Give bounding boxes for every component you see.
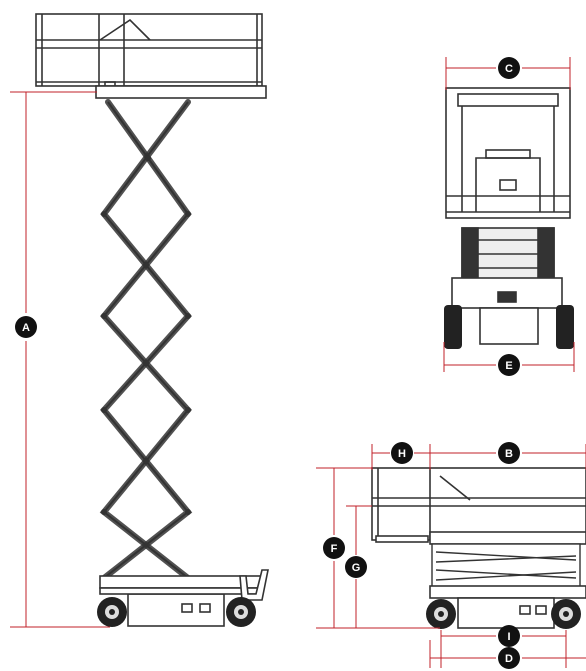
front-view: C E bbox=[443, 57, 575, 376]
front-wheel-right bbox=[556, 305, 574, 349]
chassis bbox=[99, 569, 269, 627]
platform-guardrail bbox=[35, 13, 263, 93]
dimension-d-line bbox=[429, 640, 586, 668]
wheel bbox=[226, 597, 256, 627]
stowed-guardrail bbox=[371, 467, 586, 543]
dimension-a-marker: A bbox=[15, 316, 37, 338]
wheel bbox=[97, 597, 127, 627]
dimension-e-line bbox=[443, 342, 575, 372]
dimension-f-label: F bbox=[331, 543, 338, 555]
side-view-stowed: H B F G bbox=[316, 442, 586, 669]
dimension-c-line bbox=[445, 57, 571, 90]
dimension-c-label: C bbox=[505, 63, 513, 75]
stowed-scissor-stack bbox=[431, 543, 581, 589]
dimension-d-marker: D bbox=[498, 647, 520, 669]
dimension-h-marker: H bbox=[391, 442, 413, 464]
dimension-b-marker: B bbox=[498, 442, 520, 464]
dimension-g-label: G bbox=[352, 562, 361, 574]
front-chassis bbox=[451, 277, 563, 345]
scissor-stack bbox=[99, 99, 193, 581]
dimension-g-marker: G bbox=[345, 556, 367, 578]
stowed-chassis bbox=[429, 585, 586, 629]
dimension-e-label: E bbox=[505, 360, 512, 372]
side-view-raised: A bbox=[10, 13, 269, 628]
wheel bbox=[551, 599, 581, 629]
front-wheel-left bbox=[444, 305, 462, 349]
dimension-b-label: B bbox=[505, 448, 513, 460]
dimension-a-line bbox=[10, 91, 110, 628]
stowed-deck bbox=[429, 531, 586, 545]
dimension-g-line bbox=[346, 505, 372, 628]
dimension-i-label: I bbox=[507, 631, 510, 643]
dimension-a-label: A bbox=[22, 322, 30, 334]
dimension-b-line bbox=[430, 444, 586, 470]
dimension-c-marker: C bbox=[498, 57, 520, 79]
dimension-i-marker: I bbox=[498, 625, 520, 647]
front-scissor-stack bbox=[461, 227, 555, 281]
front-guardrail bbox=[445, 87, 571, 219]
dimension-e-marker: E bbox=[498, 354, 520, 376]
dimension-f-marker: F bbox=[323, 537, 345, 559]
dimension-h-label: H bbox=[398, 448, 406, 460]
dimension-d-label: D bbox=[505, 653, 513, 665]
dimension-f-line bbox=[316, 467, 440, 629]
platform-deck bbox=[95, 85, 267, 99]
dimension-i-line bbox=[440, 630, 567, 668]
wheel bbox=[426, 599, 456, 629]
dimension-h-line bbox=[371, 444, 431, 470]
